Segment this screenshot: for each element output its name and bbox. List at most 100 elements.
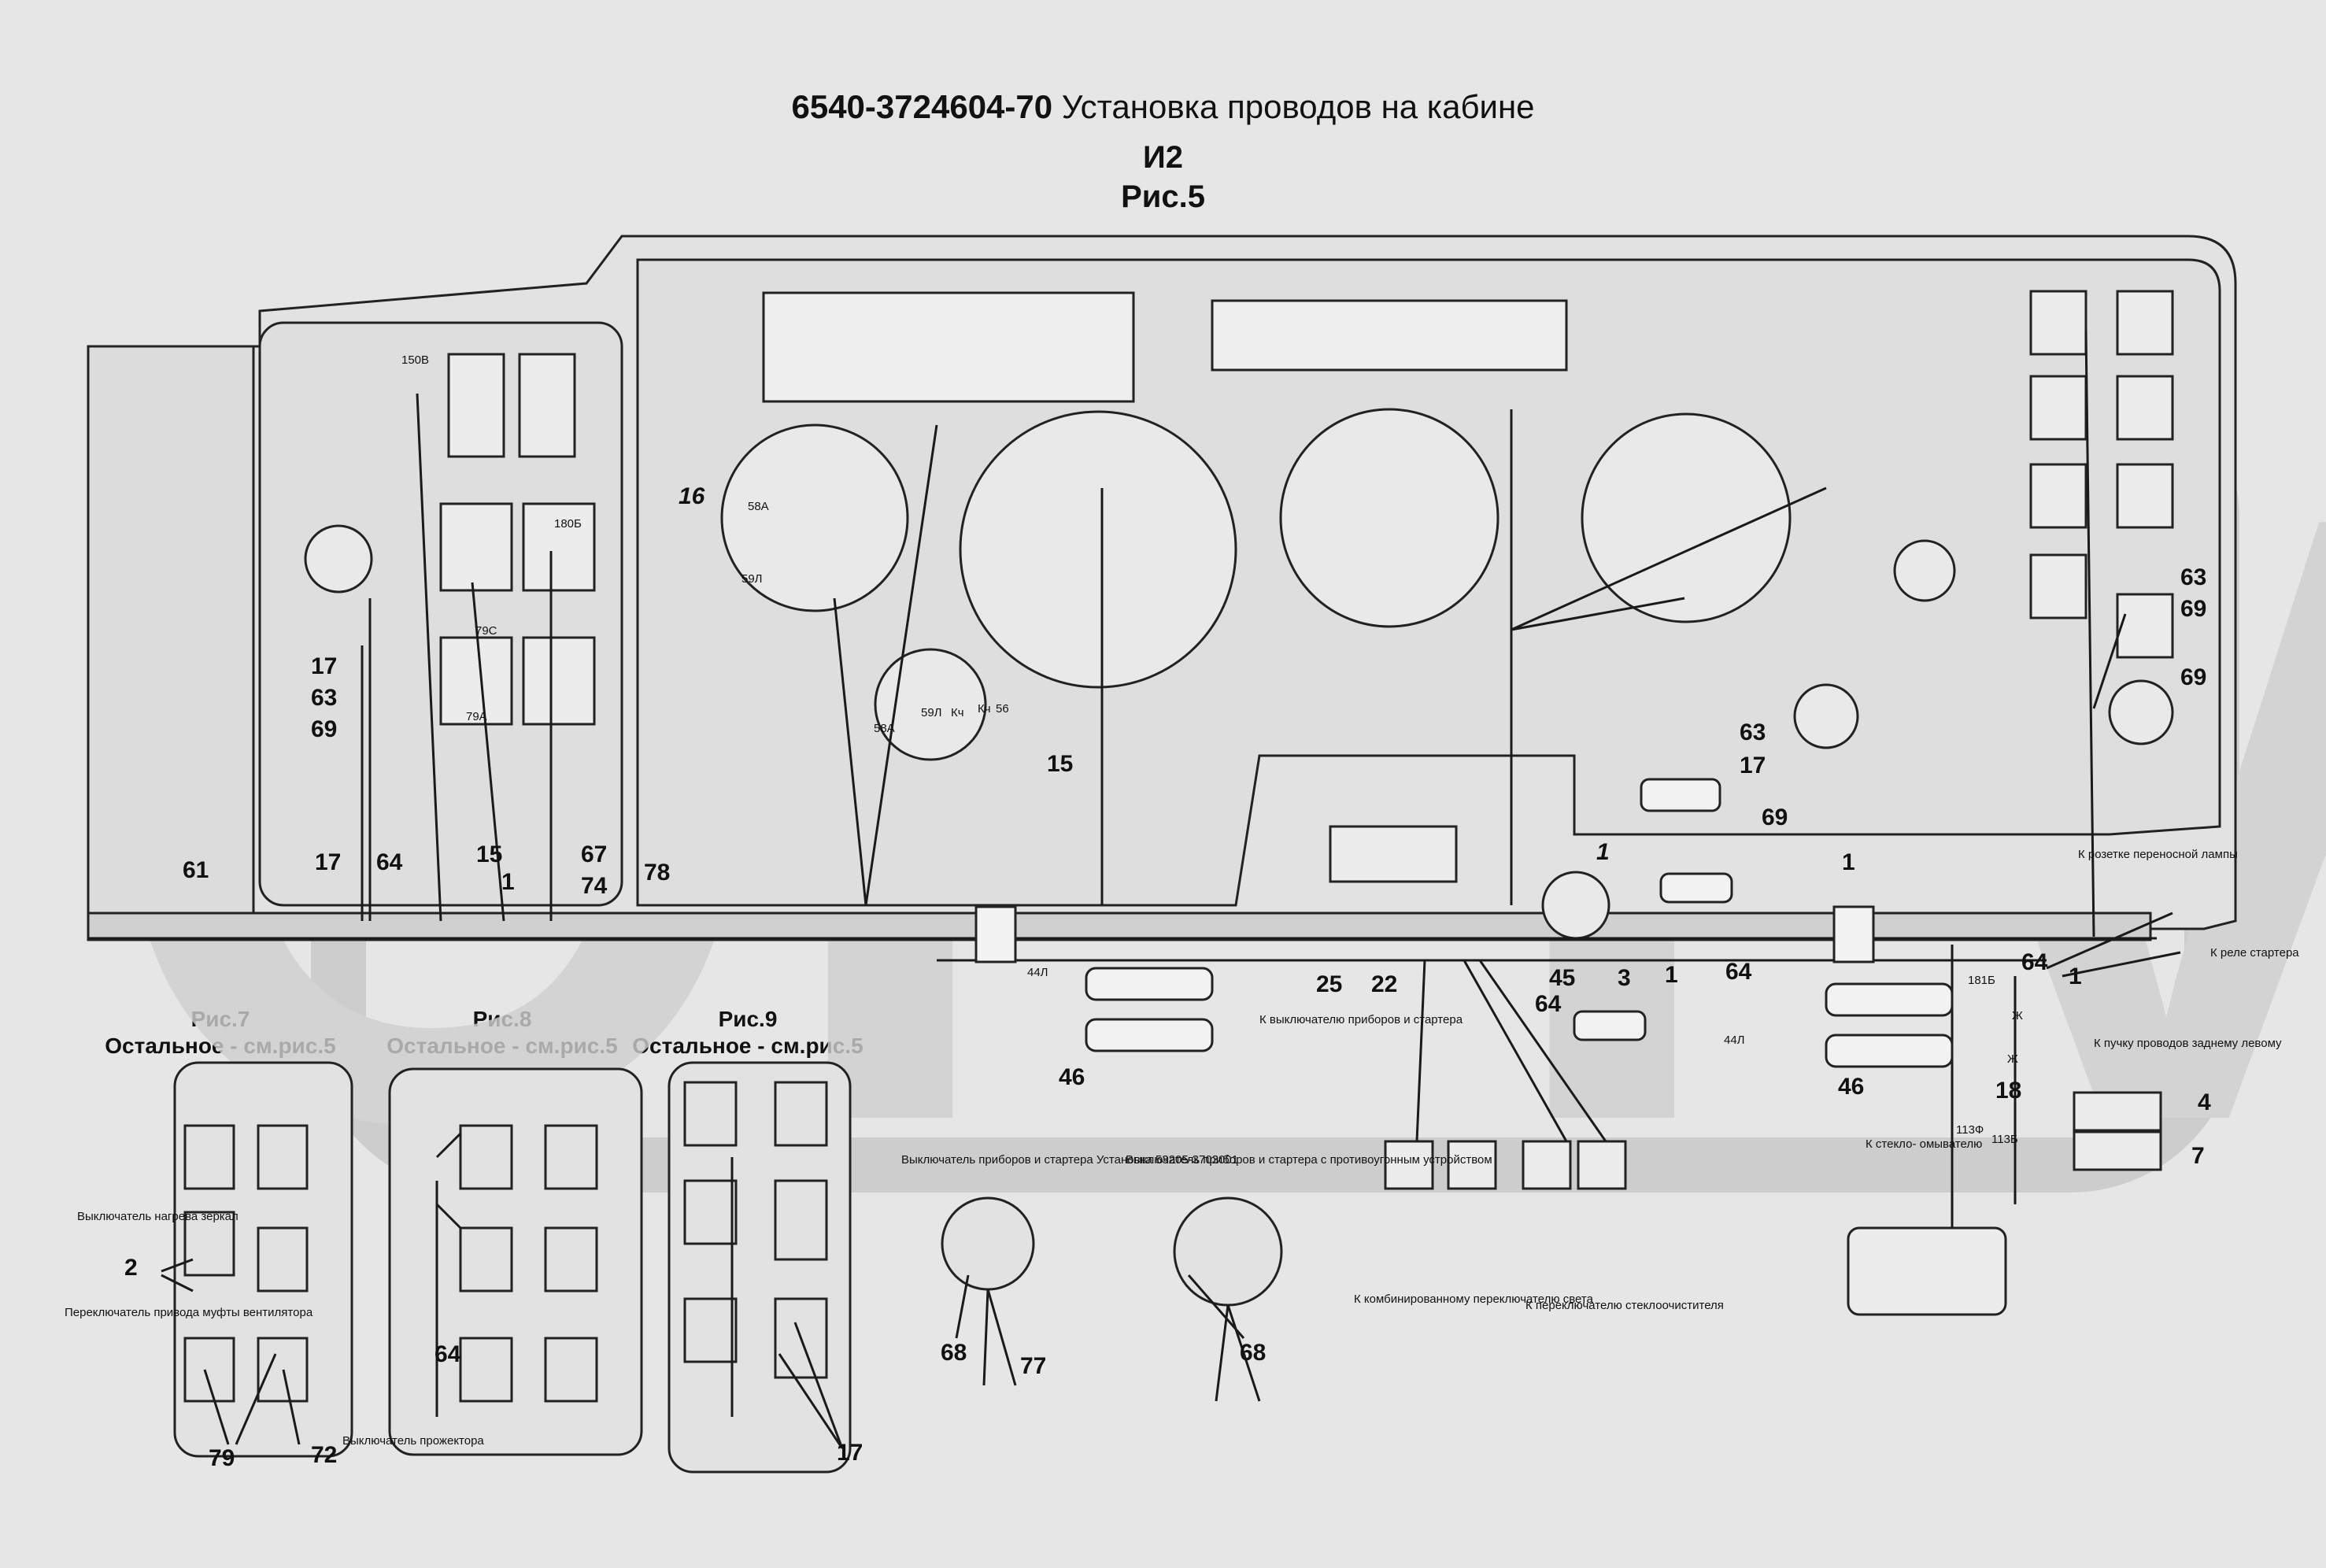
callout: 1	[2069, 963, 2082, 989]
wire-label: 58А	[874, 722, 895, 735]
wire-label: 56	[996, 702, 1009, 716]
gauge-cluster	[304, 408, 2174, 940]
side-panel-wires	[161, 1132, 1261, 1449]
note-wiper-switch: К переключателю стеклоочистителя	[1525, 1299, 1724, 1312]
fig7-switch-f	[257, 1337, 309, 1403]
relay-7	[2073, 1130, 2162, 1171]
wire-label: Ж	[2012, 1009, 2023, 1023]
ign-switch-a	[941, 1196, 1035, 1291]
relay-box-2	[1447, 1140, 1497, 1190]
fig7-switch-b	[257, 1124, 309, 1190]
callout: 4	[2198, 1089, 2211, 1115]
switch-block-r1	[2029, 290, 2087, 356]
starter-relay-lead	[2046, 912, 2181, 978]
inline-connector-3	[1825, 982, 1954, 1017]
callout: 63	[2180, 564, 2206, 590]
switch-block-r7	[2029, 553, 2087, 619]
wire-label: 59Л	[921, 706, 942, 719]
callout: 17	[311, 653, 337, 679]
wire-label: Ж	[2007, 1052, 2018, 1066]
note-rear-harness: К пучку проводов заднему левому	[2094, 1037, 2282, 1050]
callout: 63	[1740, 719, 1766, 745]
note-ign-b: Выключатель приборов и стартера с против…	[1126, 1153, 1492, 1167]
switch-block-r2	[2116, 290, 2174, 356]
connector-45	[1541, 871, 1610, 940]
note-socket: К розетке переносной лампы	[2078, 848, 2238, 861]
inline-connector-5	[1640, 778, 1721, 812]
note-ignition: К выключателю приборов и стартера	[1259, 1013, 1463, 1026]
warning-lamp-strip-left	[762, 291, 1135, 403]
callout: 25	[1316, 971, 1342, 997]
side-panels	[173, 1061, 1283, 1474]
switch-blocks	[439, 290, 2174, 1316]
callout: 18	[1995, 1078, 2021, 1104]
fig9-note: Остальное - см.рис.5	[632, 1034, 863, 1058]
switch-block-r4	[2116, 375, 2174, 441]
fig8-title: Рис.8	[472, 1007, 532, 1031]
note-fan-clutch: Переключатель привода муфты вентилятора	[65, 1306, 313, 1319]
wire-label: 44Л	[1027, 966, 1048, 979]
callout: 64	[1535, 991, 1562, 1017]
callout: 68	[941, 1340, 967, 1366]
callout: 46	[1059, 1064, 1085, 1090]
fig7-switch-d	[257, 1226, 309, 1292]
connector-left	[974, 905, 1017, 963]
temperature-gauge-dial	[1581, 412, 1792, 623]
pillar-panel	[87, 345, 255, 915]
ign-switch-b	[1173, 1196, 1283, 1307]
ign-b-wires	[1187, 1274, 1261, 1402]
diagram-title: 6540-3724604-70 Установка проводов на ка…	[0, 88, 2326, 126]
bottom-rail	[87, 912, 2152, 941]
callout: 17	[315, 849, 341, 875]
note-mirror-heat: Выключатель нагрева зеркал	[77, 1210, 239, 1223]
relay-box-1	[1384, 1140, 1434, 1190]
wire-label: 44Л	[1724, 1034, 1745, 1047]
callout: 69	[311, 716, 337, 742]
switch-block-r3	[2029, 375, 2087, 441]
wire-label: 113Б	[1991, 1133, 2018, 1146]
mirror-heat-switch	[1793, 683, 1859, 749]
fig9-switch-d	[774, 1179, 828, 1261]
variant-label: И2	[1143, 140, 1183, 175]
fig7-switch-a	[183, 1124, 235, 1190]
switch-block-6	[518, 353, 576, 458]
relay-box-3	[1522, 1140, 1572, 1190]
inline-connector-1	[1085, 967, 1214, 1001]
callout: 17	[837, 1440, 863, 1466]
fig9-title-block: Рис.9 Остальное - см.рис.5	[630, 1006, 866, 1060]
branch-left	[361, 598, 372, 921]
pressure-gauge-dial	[1279, 408, 1500, 628]
callout: 72	[311, 1442, 337, 1468]
switch-block-2	[522, 502, 596, 592]
relay-4	[2073, 1091, 2162, 1132]
callout: 69	[2180, 664, 2206, 690]
fig8-wires	[435, 1132, 462, 1417]
switch-block-r6	[2116, 463, 2174, 529]
fig8-switch-f	[544, 1337, 598, 1403]
note-ign-a: Выключатель приборов и стартера Установк…	[901, 1153, 1238, 1167]
callout: 1	[1596, 839, 1610, 865]
figure-label: Рис.5	[1121, 179, 1205, 214]
callout: 1	[1842, 849, 1855, 875]
callout: 68	[1240, 1340, 1266, 1366]
callout-numbers: 61 17 64 15 1 67 74 78 17 63 69 16 15 25…	[124, 483, 2211, 1471]
note-starter-relay: К реле стартера	[2210, 946, 2299, 960]
note-washer: К стекло- омывателю	[1866, 1137, 1982, 1151]
fig9-wires	[730, 1157, 844, 1449]
callout: 78	[644, 860, 670, 886]
fig9-switch-c	[683, 1179, 738, 1245]
fig7-switch-e	[183, 1337, 235, 1403]
title-text: Установка проводов на кабине	[1061, 88, 1535, 125]
wire-label: 79А	[466, 710, 487, 723]
wire-label: Кч	[951, 706, 964, 719]
callout: 17	[1740, 753, 1766, 778]
inline-connector-7	[1573, 1010, 1647, 1041]
callout: 45	[1549, 965, 1575, 991]
trunk-connectors	[974, 778, 1954, 1068]
part-number: 6540-3724604-70	[791, 88, 1053, 125]
fig8-switch-a	[459, 1124, 513, 1190]
wire-label: 58А	[748, 500, 769, 513]
fig7-title: Рис.7	[190, 1007, 250, 1031]
